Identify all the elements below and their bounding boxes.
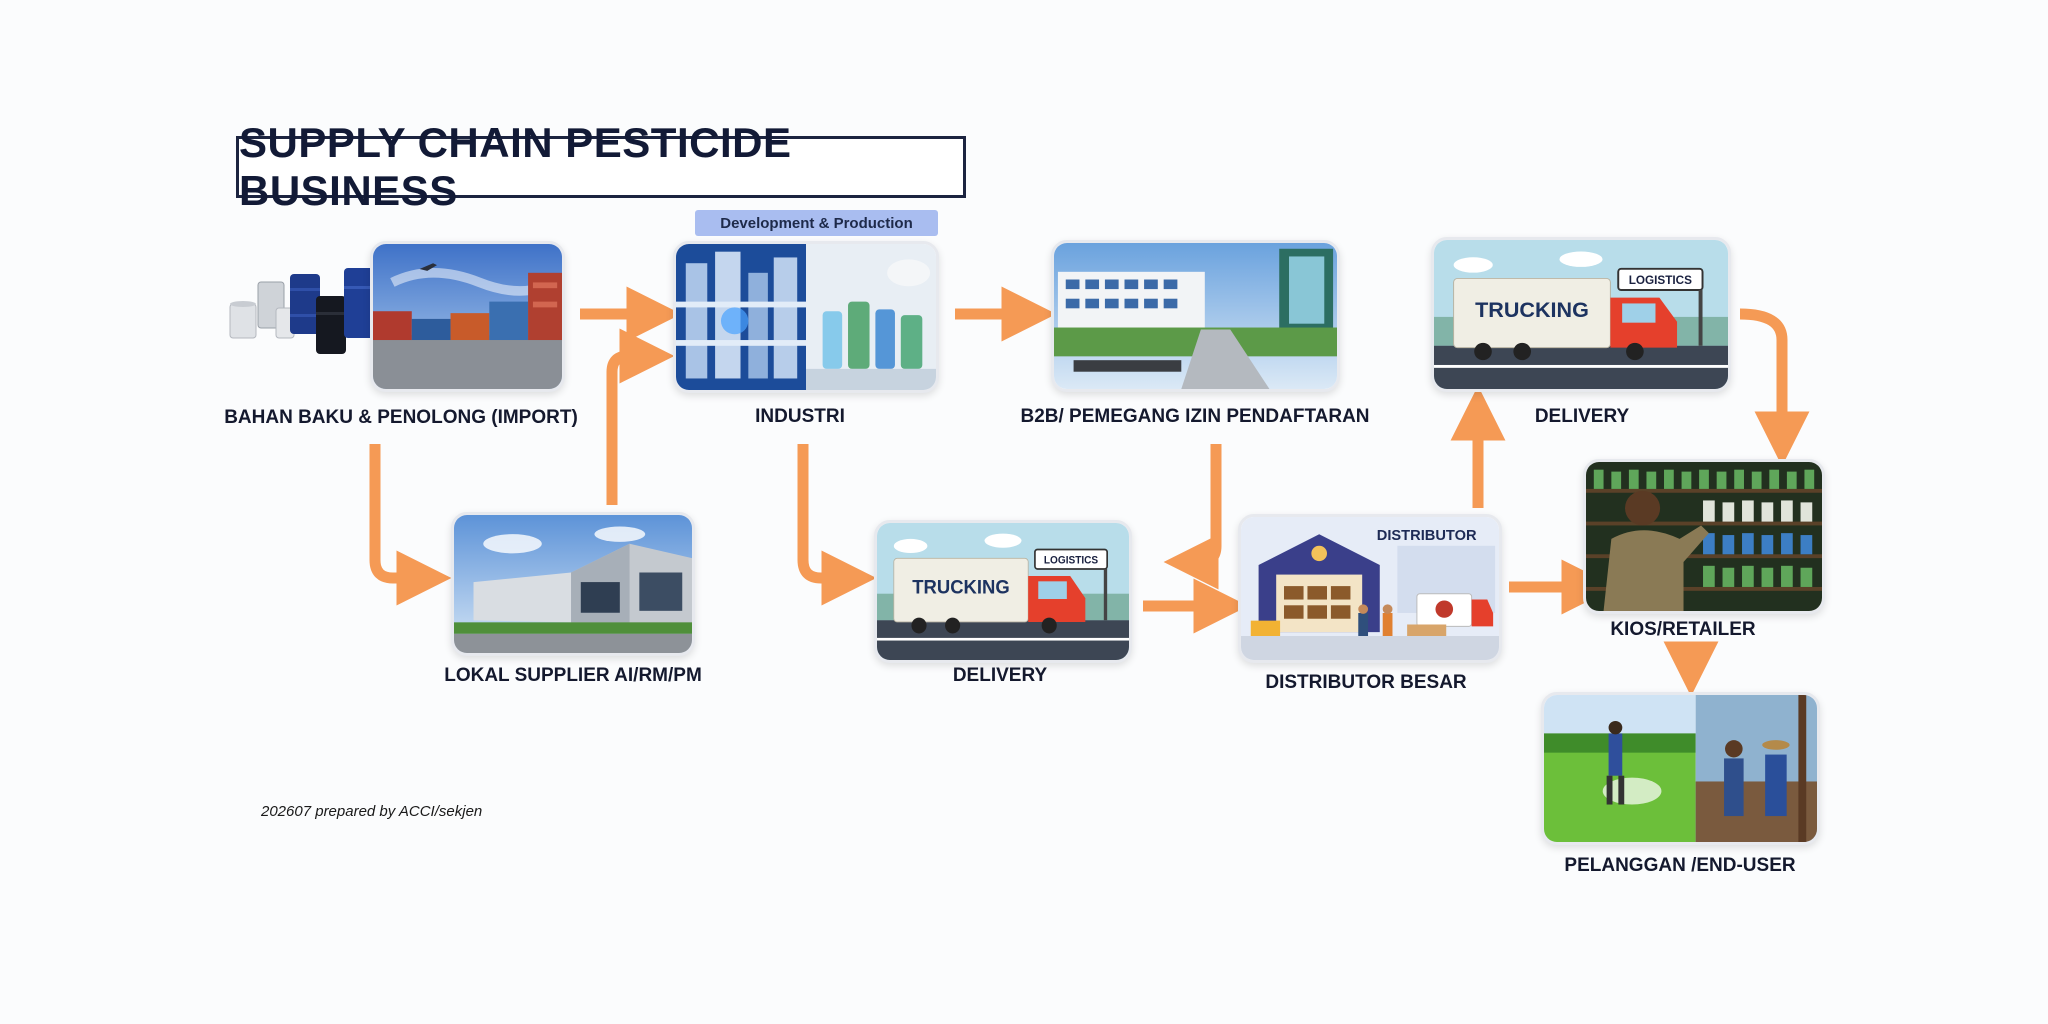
node-label-pelanggan: PELANGGAN /END-USER [1564, 855, 1796, 876]
trucking-text-bottom: TRUCKING [912, 577, 1009, 599]
card-b2b [1051, 240, 1340, 392]
drums-image [229, 268, 376, 354]
card-lokal-supplier [451, 512, 695, 656]
arrow-import-to-lokal [369, 444, 452, 606]
card-delivery-top: TRUCKING LOGISTICS [1431, 237, 1731, 392]
card-delivery-bottom: TRUCKING LOGISTICS [874, 520, 1132, 663]
arrow-lokal-to-industri [606, 328, 675, 505]
card-kios [1583, 459, 1825, 614]
page-title-box: SUPPLY CHAIN PESTICIDE BUSINESS [236, 119, 966, 214]
card-pelanggan [1541, 692, 1820, 845]
node-label-delivery-bottom: DELIVERY [952, 665, 1048, 686]
distributor-text: DISTRIBUTOR [1377, 528, 1477, 544]
arrow-b2b-to-distributor [1163, 444, 1222, 590]
trucking-text-top: TRUCKING [1475, 298, 1589, 322]
credit-note: 202607 prepared by ACCI/sekjen [261, 803, 483, 820]
node-label-bahan-baku: BAHAN BAKU & PENOLONG (IMPORT) [224, 407, 578, 428]
arrow-delivery-top-to-kios [1739, 308, 1810, 467]
node-label-delivery-top: DELIVERY [1534, 406, 1630, 427]
node-label-kios: KIOS/RETAILER [1610, 619, 1756, 640]
logistics-text-top: LOGISTICS [1629, 274, 1692, 287]
node-label-b2b: B2B/ PEMEGANG IZIN PENDAFTARAN [1020, 406, 1370, 427]
card-distributor-besar: DISTRIBUTOR [1238, 514, 1502, 663]
logistics-text-bottom: LOGISTICS [1044, 555, 1098, 566]
stage-tag-development-production: Development & Production [695, 210, 938, 236]
node-label-distributor-besar: DISTRIBUTOR BESAR [1265, 672, 1467, 693]
node-label-industri: INDUSTRI [755, 406, 845, 427]
page-title: SUPPLY CHAIN PESTICIDE BUSINESS [239, 119, 792, 214]
node-label-lokal-supplier: LOKAL SUPPLIER AI/RM/PM [444, 665, 702, 686]
arrow-industri-to-delivery [797, 444, 877, 606]
card-bahan-baku [370, 241, 565, 392]
card-industri [673, 241, 939, 393]
